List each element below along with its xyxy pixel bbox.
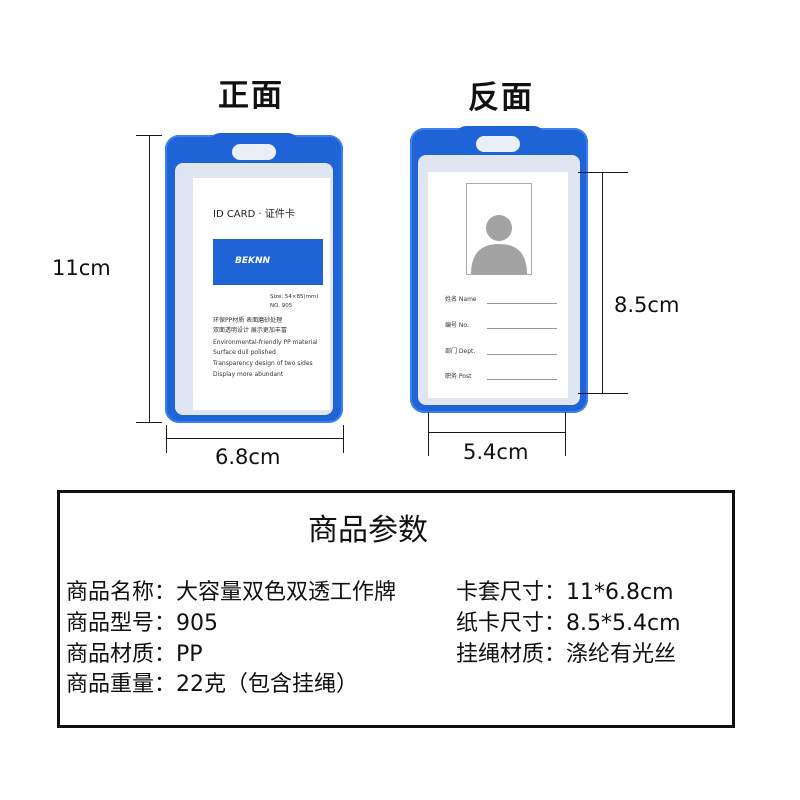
features-en-4: Display more abundant	[213, 371, 284, 378]
front-card-slot	[232, 144, 276, 160]
photo-frame	[466, 183, 532, 275]
param-weight: 商品重量：22克（包含挂绳）	[66, 672, 358, 697]
front-width-cap-left	[166, 425, 167, 453]
param-lanyard-material: 挂绳材质：涤纶有光丝	[456, 642, 677, 667]
back-height-cap-top	[578, 172, 628, 173]
front-id-paper	[193, 178, 330, 410]
front-height-label: 11cm	[52, 256, 111, 280]
back-height-line	[602, 172, 603, 394]
back-card-slot	[476, 136, 520, 152]
field-post-label: 职务 Post	[445, 373, 472, 380]
features-en-1: Environmental-friendly PP material	[213, 339, 318, 346]
front-heading: 正面	[218, 78, 284, 114]
param-holder-size: 卡套尺寸：11*6.8cm	[456, 580, 674, 605]
front-width-label: 6.8cm	[215, 445, 281, 469]
params-title: 商品参数	[308, 513, 428, 548]
model-no-text: NO. 905	[270, 303, 293, 309]
brand-block: BEKNN	[213, 239, 323, 285]
avatar-placeholder-icon	[471, 215, 527, 274]
features-en-2: Surface dull polished	[213, 349, 276, 356]
back-height-cap-bottom	[578, 393, 628, 394]
back-width-line	[428, 432, 566, 433]
front-width-line	[166, 438, 344, 439]
field-no-label: 编号 No.	[445, 322, 469, 329]
param-paper-size: 纸卡尺寸：8.5*5.4cm	[456, 611, 681, 636]
field-no-line	[487, 328, 557, 329]
param-model: 商品型号：905	[66, 611, 218, 636]
back-width-cap-left	[428, 412, 429, 456]
field-dept-label: 部门 Dept.	[445, 348, 476, 355]
product-params-box	[57, 490, 735, 728]
front-height-line	[149, 135, 150, 423]
back-width-cap-right	[565, 412, 566, 456]
back-heading: 反面	[468, 80, 534, 116]
field-name-line	[487, 303, 557, 304]
param-product-name: 商品名称：大容量双色双透工作牌	[66, 580, 397, 605]
features-cn-1: 环保PP材质 表面磨砂处理	[213, 317, 283, 324]
brand-name: BEKNN	[235, 256, 271, 266]
back-height-label: 8.5cm	[614, 293, 680, 317]
field-name-label: 姓名 Name	[445, 296, 477, 303]
features-en-3: Transparency design of two sides	[213, 360, 313, 367]
size-text: Size: 54×85(mm)	[270, 294, 319, 300]
front-height-cap-top	[136, 135, 162, 136]
front-width-cap-right	[343, 425, 344, 453]
front-height-cap-bottom	[136, 422, 162, 423]
field-dept-line	[487, 354, 557, 355]
param-material: 商品材质：PP	[66, 642, 203, 667]
features-cn-2: 双面透明设计 展示更加丰富	[213, 327, 287, 334]
field-post-line	[487, 379, 557, 380]
front-card-title: ID CARD · 证件卡	[213, 209, 295, 220]
back-width-label: 5.4cm	[463, 440, 529, 464]
